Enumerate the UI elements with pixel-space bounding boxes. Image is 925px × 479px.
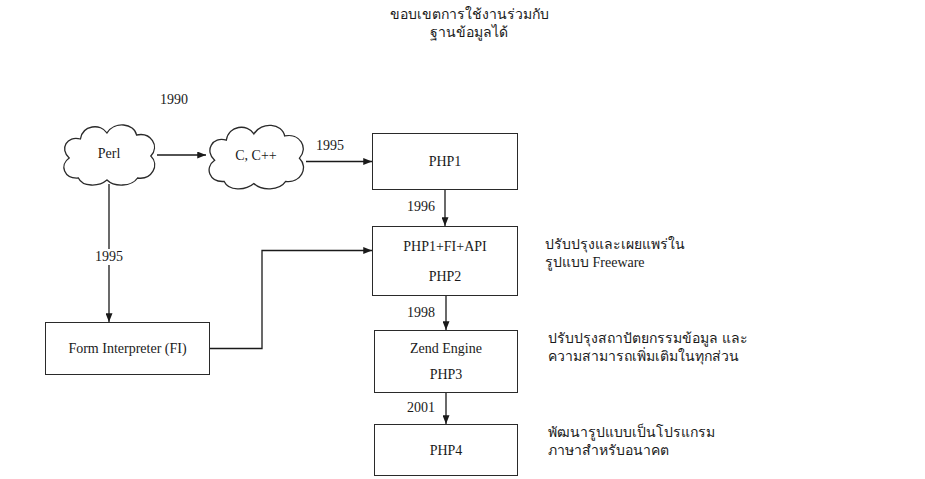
timeline-arrow <box>444 190 445 226</box>
version-box: Zend EnginePHP3 <box>374 330 518 393</box>
year-label: 1990 <box>160 91 188 109</box>
timeline-arrow <box>210 251 372 349</box>
note-text: ขอบเขตการใช้งานร่วมกับ ฐานข้อมูลได้ <box>388 6 550 42</box>
year-label: 1995 <box>314 138 346 154</box>
language-cloud: C, C++ <box>203 118 309 192</box>
timeline-arrow <box>445 296 446 330</box>
version-box: PHP1+FI+API PHP2 <box>372 226 518 296</box>
node-title: PHP1 <box>429 153 462 170</box>
note-text: ปรับปรุงและเผยแพร่ใน รูปแบบ Freeware <box>545 236 688 272</box>
language-cloud: Perl <box>58 118 160 188</box>
timeline-arrow <box>445 393 446 424</box>
node-title: Zend Engine <box>410 340 482 357</box>
interpreter-box: Form Interpreter (FI) <box>45 322 210 375</box>
timeline-arrow <box>306 161 372 162</box>
version-box: PHP4 <box>374 424 518 476</box>
version-box: PHP1 <box>372 133 518 190</box>
node-title: Form Interpreter (FI) <box>68 340 186 357</box>
note-text: ปรับปรุงสถาปัตยกรรมข้อมูล และ ความสามารถ… <box>548 330 751 366</box>
node-title: PHP1+FI+API <box>403 238 486 255</box>
note-text: พัฒนารูปแบบเป็นโปรแกรม ภาษาสำหรับอนาคต <box>548 424 718 460</box>
node-title: C, C++ <box>235 147 276 164</box>
year-label: 2001 <box>405 400 437 416</box>
year-label: 1995 <box>93 249 125 265</box>
year-label: 1996 <box>405 199 437 215</box>
year-label: 1998 <box>405 305 437 321</box>
node-subtitle: PHP3 <box>430 366 463 383</box>
node-subtitle: PHP2 <box>429 268 462 285</box>
timeline-arrow <box>157 154 206 155</box>
node-title: PHP4 <box>430 442 463 459</box>
node-title: Perl <box>98 145 121 162</box>
